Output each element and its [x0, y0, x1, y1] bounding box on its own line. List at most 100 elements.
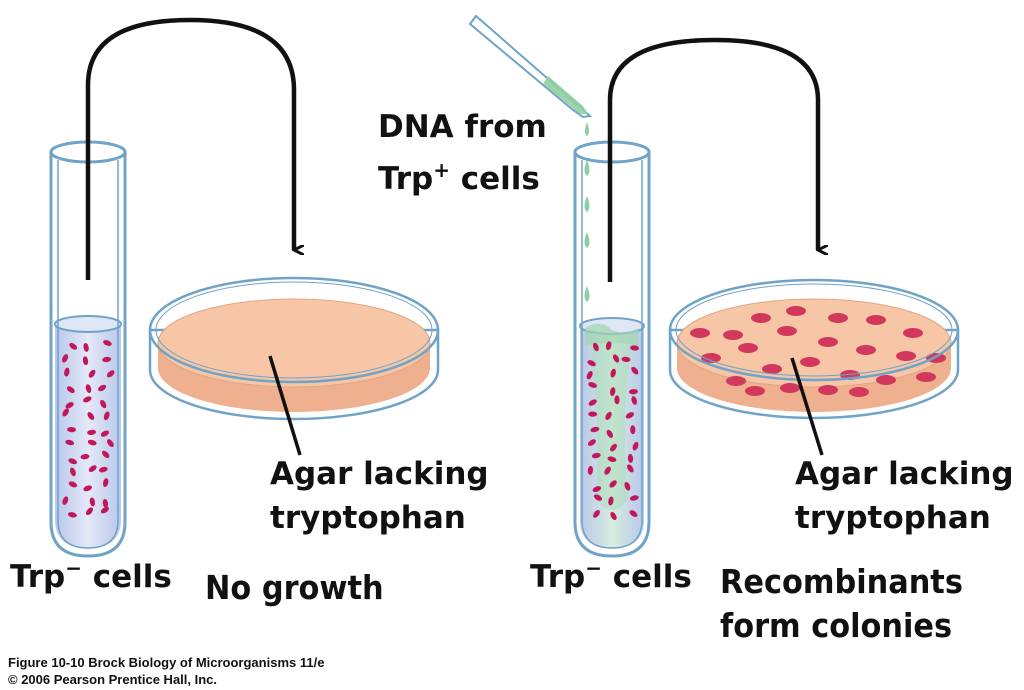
bacterial-cell — [69, 342, 78, 350]
colony — [738, 343, 758, 353]
bacterial-cell — [631, 396, 637, 405]
left-transfer-arrow — [85, 17, 294, 280]
left-petri-dish — [148, 276, 440, 421]
colony — [828, 313, 848, 323]
bacterial-cell — [610, 368, 616, 378]
right-plate-label-line2: tryptophan — [795, 500, 991, 536]
bacterial-cell — [630, 345, 640, 351]
colony — [723, 330, 743, 340]
bacterial-cell — [605, 341, 612, 351]
bacterial-cell — [101, 450, 110, 459]
bacterial-cell — [625, 412, 635, 419]
colony — [856, 345, 876, 355]
bacterial-cell — [83, 342, 89, 352]
bacterial-cell — [83, 485, 93, 492]
bacterial-cell — [606, 429, 614, 438]
bacterial-cell — [610, 511, 617, 521]
colony — [751, 313, 771, 323]
bacterial-cell — [588, 411, 598, 417]
left-tube-glass — [49, 152, 127, 558]
left-liquid-surface — [54, 315, 122, 333]
colony — [849, 387, 869, 397]
bacterial-cell — [88, 465, 97, 472]
bacterial-cell — [80, 454, 90, 460]
right-result-label-line1: Recombinants — [720, 562, 963, 601]
bacterial-cell — [610, 387, 616, 397]
bacterial-cell — [593, 494, 603, 501]
colony — [818, 385, 838, 395]
left-tube-cells — [62, 340, 115, 518]
bacterial-cell — [631, 366, 639, 375]
bacterial-cell — [100, 430, 110, 437]
colony — [903, 328, 923, 338]
right-petri-dish — [668, 278, 960, 420]
bacterial-cell — [88, 369, 96, 378]
colony — [818, 337, 838, 347]
bacterial-cell — [62, 496, 69, 506]
dna-source-label-line2: Trp+ cells — [378, 158, 540, 197]
bacterial-cell — [586, 370, 593, 380]
colony — [780, 383, 800, 393]
right-tube-cells — [586, 341, 640, 521]
left-tube-liquid — [55, 324, 121, 548]
bacterial-cell — [593, 510, 600, 518]
bacterial-cell — [612, 354, 620, 363]
bacterial-cell — [62, 354, 69, 363]
colony — [786, 306, 806, 316]
bacterial-cell — [629, 510, 638, 517]
dna-source-label-line1: DNA from — [378, 109, 547, 145]
figure-credit-line1: Figure 10-10 Brock Biology of Microorgan… — [8, 655, 325, 670]
bacterial-cell — [87, 439, 97, 446]
left-plate-label-line2: tryptophan — [270, 500, 466, 536]
bacterial-cell — [588, 399, 597, 406]
recombinant-colonies — [690, 306, 946, 397]
right-plate-label-line1: Agar lacking — [795, 456, 1014, 492]
bacterial-cell — [628, 389, 638, 395]
bacterial-cell — [103, 411, 110, 421]
bacterial-cell — [614, 395, 620, 405]
colony — [866, 315, 886, 325]
right-tube-glass — [573, 152, 651, 558]
right-test-tube — [573, 140, 651, 558]
colony — [800, 357, 820, 367]
bacterial-cell — [85, 507, 94, 516]
dna-in-liquid — [585, 323, 638, 346]
bacterial-cell — [604, 466, 611, 475]
bacterial-cell — [627, 453, 634, 463]
bacterial-cell — [632, 441, 639, 451]
bacterial-cell — [102, 356, 112, 363]
left-test-tube — [49, 140, 127, 558]
colony — [777, 326, 797, 336]
right-plate-pointer — [790, 357, 824, 456]
bacterial-cell — [587, 439, 596, 446]
bacterial-cell — [587, 360, 596, 367]
bacterial-cell — [70, 467, 76, 477]
bacterial-cell — [65, 402, 74, 409]
pipette — [468, 14, 593, 119]
bacterial-cell — [590, 426, 600, 433]
colony — [762, 364, 782, 374]
bacterial-cell — [605, 411, 612, 420]
bacterial-cell — [629, 495, 639, 501]
bacterial-cell — [102, 478, 109, 488]
bacterial-cell — [100, 399, 107, 409]
bacterial-cell — [98, 384, 107, 392]
bacterial-cell — [102, 498, 109, 508]
bacterial-cell — [100, 506, 109, 514]
left-tube-label: Trp− cells — [10, 556, 172, 595]
bacterial-cell — [106, 370, 115, 378]
bacterial-cell — [64, 367, 70, 377]
right-transfer-arrow — [607, 37, 818, 282]
bacterial-cell — [103, 340, 112, 346]
bacterial-cell — [592, 486, 602, 493]
dna-drops — [584, 122, 590, 302]
bacterial-cell — [87, 412, 95, 420]
bacterial-cell — [68, 481, 78, 488]
figure-credit-line2: © 2006 Pearson Prentice Hall, Inc. — [8, 672, 218, 687]
bacterial-cell — [67, 426, 76, 433]
bacterial-cell — [62, 408, 69, 417]
left-result-label: No growth — [205, 568, 384, 607]
bacterial-cell — [68, 458, 77, 465]
bacterial-cell — [591, 452, 601, 459]
bacterial-cell — [624, 482, 631, 491]
